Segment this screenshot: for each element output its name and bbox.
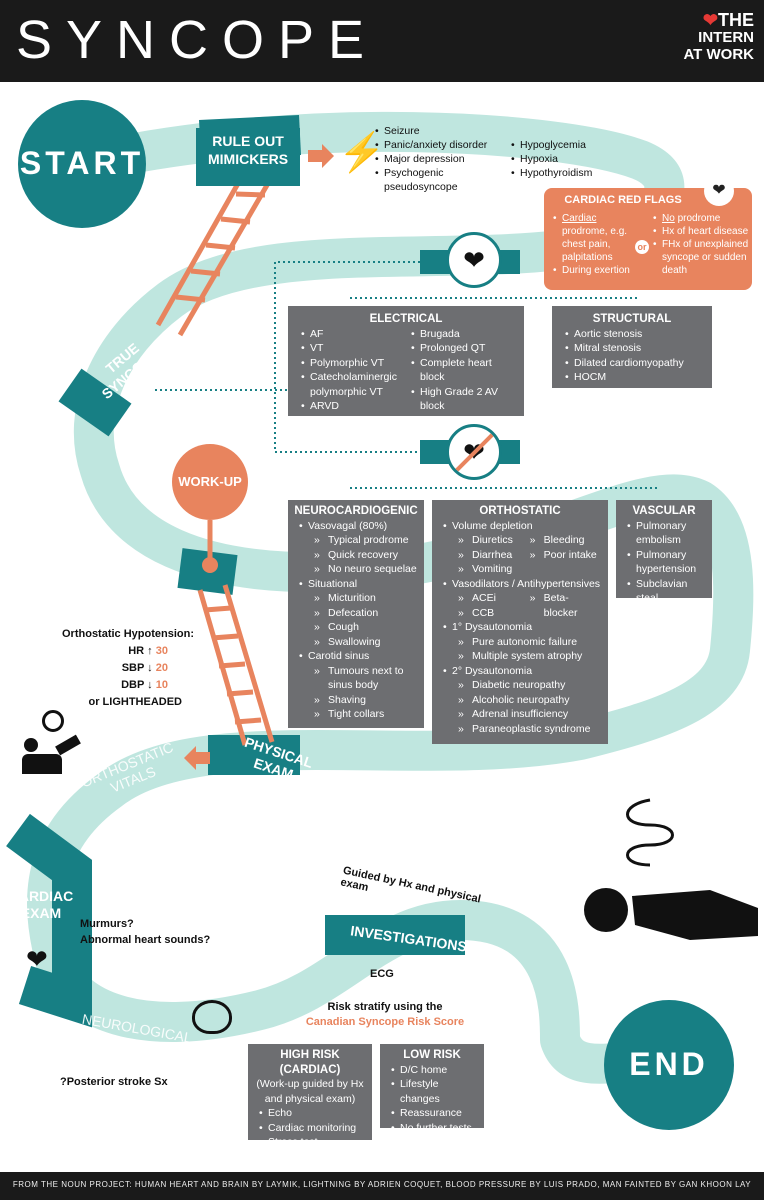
end-label: END [629,1046,709,1082]
red-flags-or: or [635,240,649,254]
ecg-text: ECG [370,968,394,980]
path-segment-middle [27,474,754,1084]
ladder-bottom [197,584,275,746]
heart-cross-icon: ❤ [702,10,718,30]
start-label: START [19,145,145,181]
heart-icon-cardiac-exam: ❤ [26,944,48,974]
neurocardiogenic-box: NEUROCARDIOGENIC Vasovagal (80%) Typical… [288,500,424,728]
page-title: SYNCOPE [16,10,379,70]
brain-icon [192,1000,232,1034]
mimickers-list-1: Seizure Panic/anxiety disorder Major dep… [370,124,510,194]
heart-circle-icon: ❤ [446,232,502,288]
no-heart-circle-icon: ❤ [446,424,502,480]
red-flags-col1: Cardiac prodrome, e.g. chest pain, palpi… [552,212,640,277]
mimickers-list-2: Hypoglycemia Hypoxia Hypothyroidism [506,138,626,180]
low-risk-box: LOW RISK D/C home Lifestyle changes Reas… [380,1044,484,1135]
path-teal-5 [6,813,92,1028]
vascular-box: VASCULAR Pulmonary embolism Pulmonary hy… [616,500,712,604]
start-circle [18,100,146,228]
path-teal-2 [58,368,132,437]
red-flags-col2: No prodrome Hx of heart disease FHx of u… [652,212,752,277]
rule-out-box: RULE OUT MIMICKERS [196,128,300,186]
cardiac-exam-questions: Murmurs? Abnormal heart sounds? [80,918,211,946]
workup-circle [172,444,248,520]
red-flags-title: CARDIAC RED FLAGS [564,194,682,206]
brand-logo: ❤THE INTERN AT WORK [683,10,754,63]
blood-pressure-icon [20,710,90,774]
posterior-stroke-text: ?Posterior stroke Sx [60,1076,168,1088]
path-segment-top [70,111,685,593]
structural-box: STRUCTURAL Aortic stenosis Mitral stenos… [552,306,712,388]
electrical-box: ELECTRICAL AF VT Polymorphic VT Catechol… [288,306,524,442]
high-risk-box: HIGH RISK (CARDIAC) (Work-up guided by H… [248,1044,372,1149]
workup-label: WORK-UP [178,474,242,489]
footer-credits: FROM THE NOUN PROJECT: HUMAN HEART AND B… [0,1172,764,1200]
orthostatic-box: ORTHOSTATIC Volume depletion Diuretics D… [432,500,608,744]
ladder-top [155,178,273,337]
orthostatic-hypotension-text: Orthostatic Hypotension: HR ↑ 30 SBP ↓ 2… [62,628,195,708]
heart-icon: ❤ [704,176,734,206]
header-bar [0,0,764,82]
cardiac-exam-label: CARDIAC EXAM [8,888,74,921]
end-circle [604,1000,734,1130]
risk-stratify-text: Risk stratify using the Canadian Syncope… [305,1001,465,1028]
man-fainted-icon [580,790,760,960]
